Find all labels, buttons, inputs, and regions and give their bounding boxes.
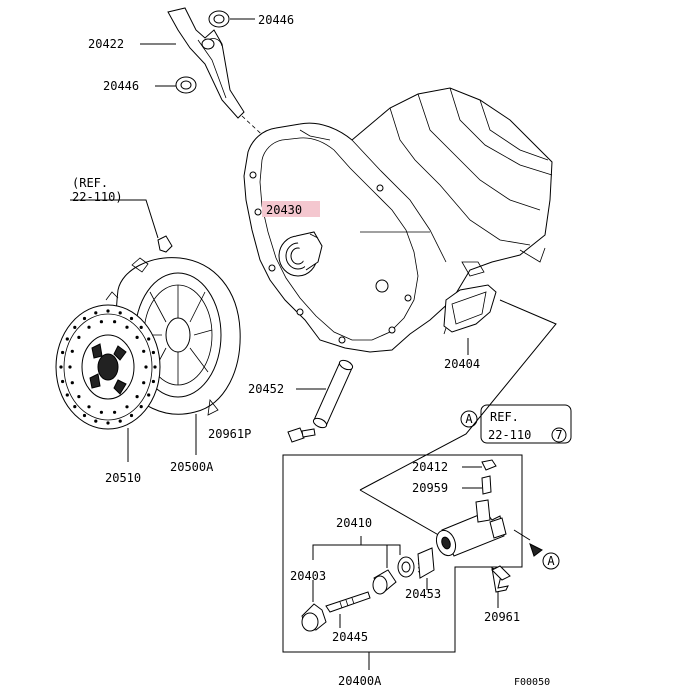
label-20959: 20959 bbox=[412, 481, 448, 495]
disc-hole bbox=[77, 335, 81, 339]
label-20430[interactable]: 20430 bbox=[266, 203, 302, 217]
label-20452: 20452 bbox=[248, 382, 284, 396]
label-20446-lower: 20446 bbox=[103, 79, 139, 93]
disc-hole bbox=[82, 413, 87, 418]
label-20446-top: 20446 bbox=[258, 13, 294, 27]
label-20445: 20445 bbox=[332, 630, 368, 644]
label-20453: 20453 bbox=[405, 587, 441, 601]
disc-hole bbox=[142, 381, 146, 385]
disc-hole bbox=[113, 410, 117, 414]
disc-hole bbox=[99, 320, 103, 324]
bolt-20961p-drawing bbox=[287, 427, 316, 443]
highlight-20430 bbox=[262, 201, 320, 217]
disc-hole bbox=[61, 379, 65, 384]
label-20510: 20510 bbox=[105, 471, 141, 485]
disc-hole bbox=[118, 311, 122, 315]
disc-hole bbox=[68, 365, 72, 369]
disc-hole bbox=[151, 379, 155, 384]
disc-hole bbox=[94, 419, 98, 423]
label-20500a: 20500A bbox=[170, 460, 214, 474]
disc-hole bbox=[77, 395, 81, 399]
slave-cylinder-drawing bbox=[435, 499, 507, 557]
pivot-pin-20452-drawing bbox=[312, 359, 354, 429]
spring-20453-drawing bbox=[417, 547, 435, 579]
disc-hole bbox=[73, 325, 77, 329]
disc-hole bbox=[139, 405, 143, 409]
disc-hole bbox=[65, 393, 69, 397]
ref-clip-drawing bbox=[157, 235, 173, 253]
disc-hole bbox=[139, 325, 143, 329]
boot-20446-lower-drawing bbox=[175, 76, 197, 94]
marker-a-circle-top bbox=[460, 410, 478, 428]
label-20422: 20422 bbox=[88, 37, 124, 51]
disc-hole bbox=[147, 337, 151, 341]
label-20403: 20403 bbox=[290, 569, 326, 583]
label-20961: 20961 bbox=[484, 610, 520, 624]
piston-drawing bbox=[372, 569, 397, 595]
push-rod-drawing bbox=[325, 591, 371, 613]
bleeder-screw-drawing bbox=[481, 475, 492, 495]
disc-hole bbox=[113, 320, 117, 324]
marker-a-bottom: A bbox=[547, 554, 555, 568]
disc-hole bbox=[65, 337, 69, 341]
ref1-line1: (REF. bbox=[72, 176, 108, 190]
disc-hole bbox=[59, 365, 63, 369]
bolt-20961-drawing bbox=[491, 565, 511, 593]
ref2-number: 7 bbox=[555, 428, 562, 442]
release-bearing-drawing bbox=[278, 231, 323, 277]
ref2-line2: 22-110 bbox=[488, 428, 531, 442]
disc-hole bbox=[147, 393, 151, 397]
disc-hole bbox=[142, 349, 146, 353]
disc-hole bbox=[129, 413, 134, 418]
boot-20403-drawing bbox=[301, 603, 327, 632]
transmission-housing-drawing bbox=[243, 87, 553, 353]
slave-cylinder-frame bbox=[282, 454, 523, 653]
disc-hole bbox=[94, 311, 98, 315]
ref-box bbox=[480, 404, 572, 444]
disc-hole bbox=[135, 395, 139, 399]
disc-hole bbox=[87, 405, 91, 409]
ref1-line2: 22-110) bbox=[72, 190, 123, 204]
disc-hole bbox=[106, 309, 110, 313]
label-20400a: 20400A bbox=[338, 674, 382, 688]
cover-plate-20404-drawing bbox=[443, 284, 497, 335]
disc-hole bbox=[118, 419, 122, 423]
disc-hole bbox=[151, 350, 155, 355]
disc-hole bbox=[129, 316, 134, 321]
disc-hole bbox=[87, 325, 91, 329]
release-fork-drawing bbox=[167, 7, 245, 119]
seal-ring-drawing bbox=[397, 556, 415, 578]
bleeder-cap-drawing bbox=[481, 459, 497, 471]
disc-hole bbox=[61, 350, 65, 355]
disc-hole bbox=[73, 405, 77, 409]
clutch-disc-drawing bbox=[55, 304, 161, 430]
disc-hole bbox=[70, 381, 74, 385]
drawing-code: F00050 bbox=[514, 677, 550, 688]
disc-hole bbox=[82, 316, 87, 321]
disc-hole bbox=[144, 365, 148, 369]
marker-a-top: A bbox=[465, 412, 473, 426]
disc-hole bbox=[70, 349, 74, 353]
disc-hole bbox=[125, 405, 129, 409]
disc-hole bbox=[135, 335, 139, 339]
boot-20446-top-drawing bbox=[208, 10, 230, 28]
disc-hole bbox=[99, 410, 103, 414]
label-20404: 20404 bbox=[444, 357, 480, 371]
label-20412: 20412 bbox=[412, 460, 448, 474]
label-20961p: 20961P bbox=[208, 427, 251, 441]
ref2-line1: REF. bbox=[490, 410, 519, 424]
marker-a-circle-bottom bbox=[542, 552, 560, 570]
disc-hole bbox=[153, 365, 157, 369]
disc-hole bbox=[125, 325, 129, 329]
label-20410: 20410 bbox=[336, 516, 372, 530]
disc-hole bbox=[106, 421, 110, 425]
